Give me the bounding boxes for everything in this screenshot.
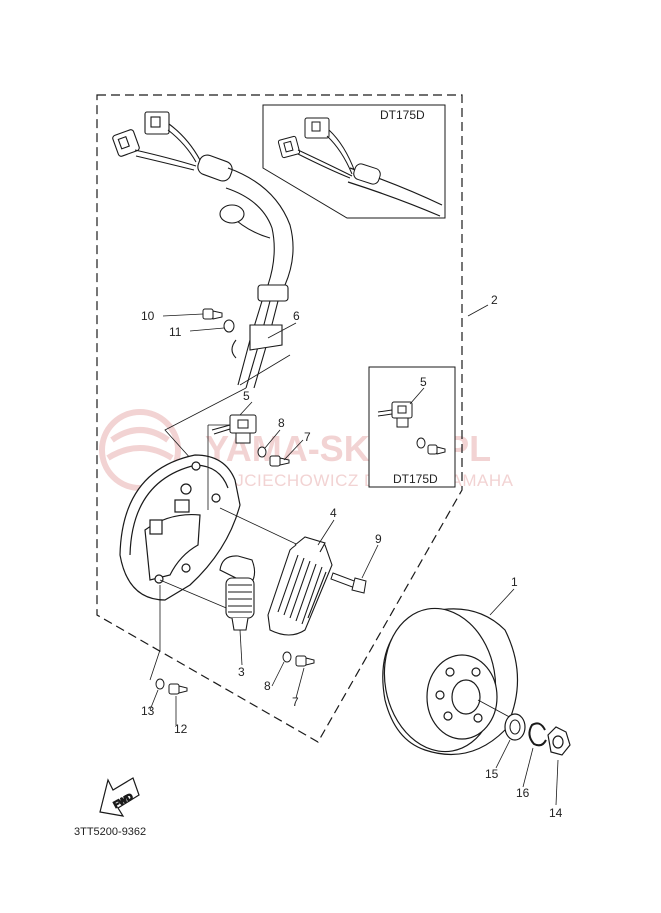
screw-7	[269, 455, 290, 467]
stator-plate	[119, 454, 241, 601]
callout-9: 9	[375, 532, 382, 546]
callout-13: 13	[141, 704, 155, 718]
screw-7	[295, 655, 315, 667]
callout-14: 14	[549, 806, 563, 820]
guide-line	[149, 424, 331, 681]
callout-7: 7	[304, 430, 311, 444]
washer-13	[155, 678, 165, 690]
washer-8	[282, 651, 292, 663]
callout-5-variant: 5	[420, 375, 427, 389]
callout-8: 8	[278, 416, 285, 430]
callout-11: 11	[169, 325, 182, 339]
pickup-coil-5	[211, 414, 257, 444]
nut-14	[547, 726, 571, 756]
callouts: 1 2 3 4 5 5 6 7 7 8 8 9 10 11 12 13 14 1…	[141, 293, 563, 820]
washer-15-hole	[509, 719, 521, 735]
watermark-subtitle: WOJCIECHOWICZ DEALER YAMAHA	[205, 471, 514, 490]
callout-5: 5	[243, 389, 250, 403]
callout-3: 3	[238, 665, 245, 679]
callout-8-lower: 8	[264, 679, 271, 693]
variant-box-pickup: DT175D	[368, 366, 456, 488]
flywheel-rotor-1	[382, 607, 518, 756]
callout-7-lower: 7	[292, 695, 299, 709]
lock-washer-16	[528, 722, 547, 747]
variant-box-harness: DT175D	[262, 104, 446, 219]
callout-12: 12	[174, 722, 188, 736]
wire-harness	[112, 111, 294, 389]
callout-6: 6	[293, 309, 300, 323]
charge-coil-3	[219, 555, 256, 631]
leader-lines	[149, 304, 559, 806]
callout-16: 16	[516, 786, 530, 800]
assembly-boundary	[96, 94, 463, 743]
washer-11	[223, 319, 235, 333]
callout-4: 4	[330, 506, 337, 520]
fwd-arrow-icon: FWD	[99, 777, 140, 817]
diagram-code: 3TT5200-9362	[74, 826, 146, 838]
bolt-9	[330, 572, 367, 594]
bolt-10	[202, 308, 223, 320]
source-coil-4	[267, 536, 333, 636]
screw-12	[168, 683, 188, 695]
variant-label: DT175D	[393, 472, 438, 486]
variant-label: DT175D	[380, 108, 425, 122]
callout-15: 15	[485, 767, 499, 781]
callout-2: 2	[491, 293, 498, 307]
callout-1: 1	[511, 575, 518, 589]
callout-10: 10	[141, 309, 155, 323]
washer-8	[257, 446, 267, 458]
